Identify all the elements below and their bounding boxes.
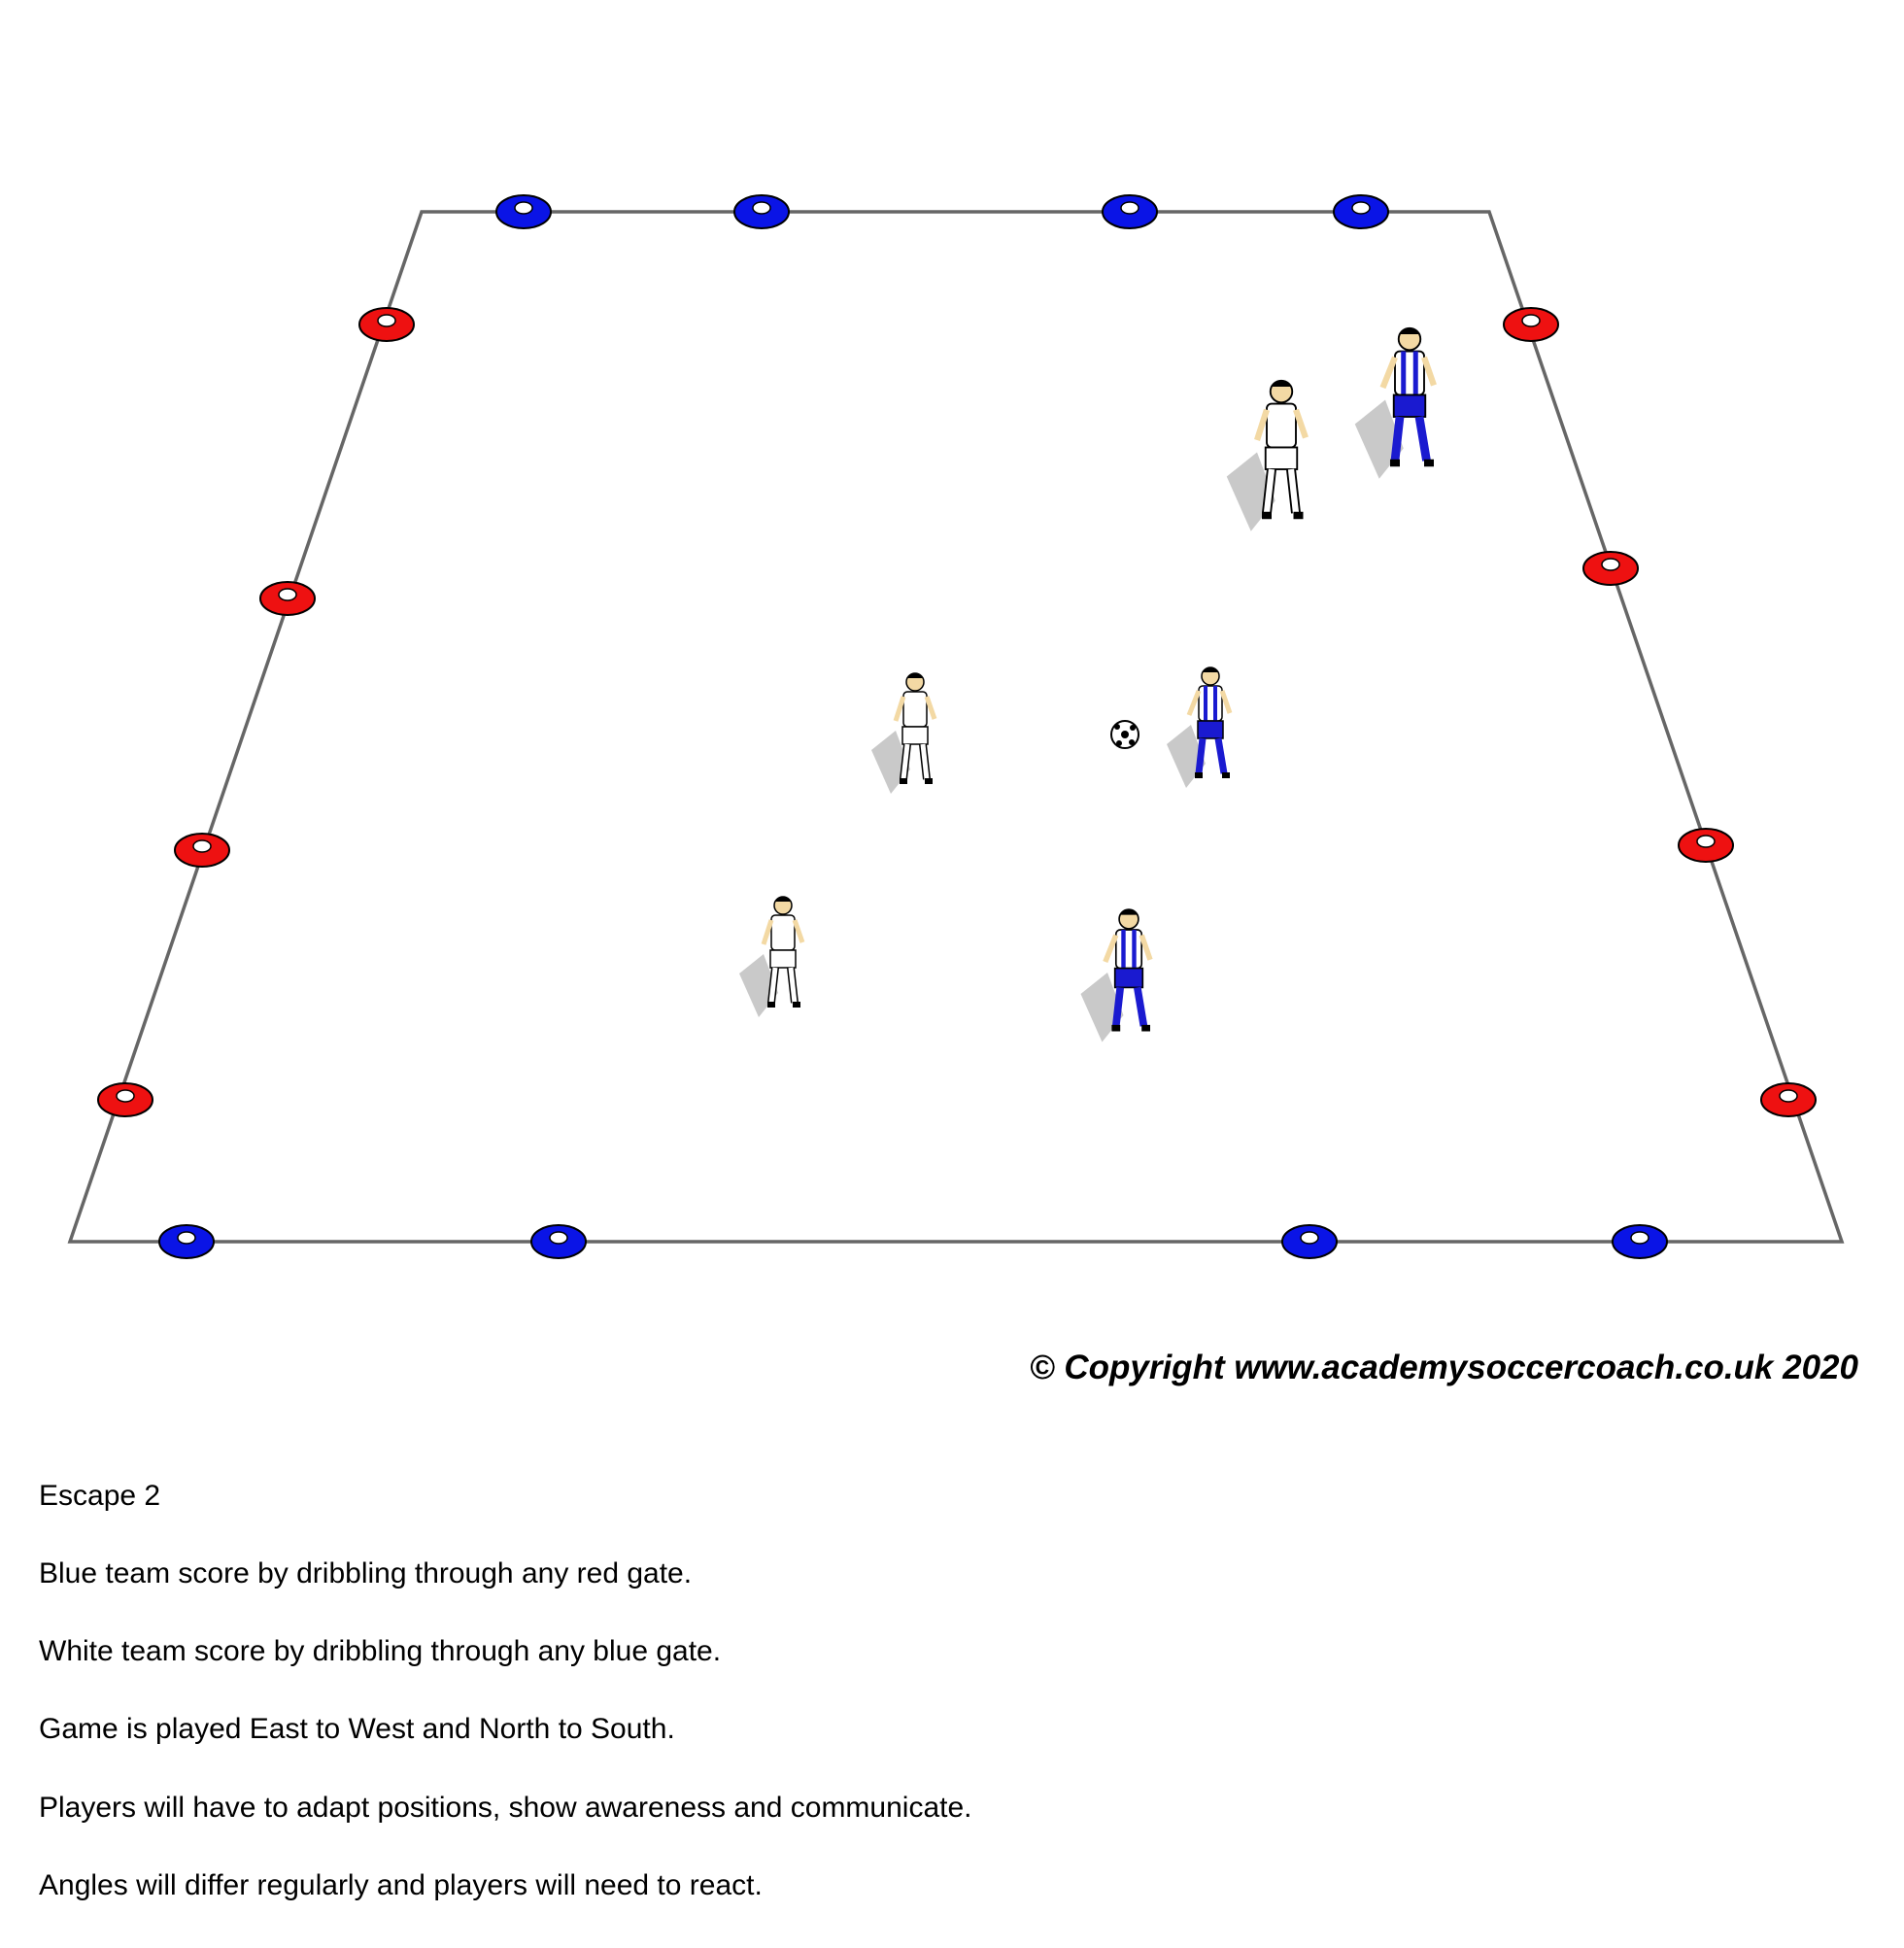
pitch-diagram bbox=[67, 194, 1845, 1259]
soccer-ball-icon bbox=[1110, 720, 1139, 749]
blue-player bbox=[1355, 328, 1434, 479]
description-line: Blue team score by dribbling through any… bbox=[39, 1557, 693, 1589]
blue-player bbox=[1167, 667, 1230, 788]
red-cone bbox=[174, 833, 230, 868]
description-line: Game is played East to West and North to… bbox=[39, 1713, 675, 1745]
red-cone bbox=[1678, 828, 1734, 863]
red-cone bbox=[1503, 307, 1559, 342]
blue-cone bbox=[1333, 194, 1389, 229]
field-boundary bbox=[67, 210, 1845, 1244]
white-player bbox=[1227, 381, 1306, 531]
copyright-text: © Copyright www.academysoccercoach.co.uk… bbox=[1029, 1349, 1858, 1386]
blue-cone bbox=[530, 1224, 587, 1259]
description-line: Angles will differ regularly and players… bbox=[39, 1869, 763, 1901]
drill-title: Escape 2 bbox=[39, 1480, 161, 1512]
blue-cone bbox=[1102, 194, 1158, 229]
blue-cone bbox=[158, 1224, 215, 1259]
red-cone bbox=[358, 307, 415, 342]
description-line: White team score by dribbling through an… bbox=[39, 1635, 722, 1667]
red-cone bbox=[1582, 551, 1639, 586]
red-cone bbox=[1760, 1082, 1817, 1117]
description-line: Players will have to adapt positions, sh… bbox=[39, 1792, 972, 1824]
red-cone bbox=[259, 581, 316, 616]
blue-player bbox=[1081, 909, 1151, 1042]
blue-cone bbox=[495, 194, 552, 229]
white-player bbox=[871, 673, 935, 794]
white-player bbox=[739, 897, 802, 1017]
red-cone bbox=[97, 1082, 153, 1117]
blue-cone bbox=[1281, 1224, 1338, 1259]
blue-cone bbox=[733, 194, 790, 229]
blue-cone bbox=[1612, 1224, 1668, 1259]
